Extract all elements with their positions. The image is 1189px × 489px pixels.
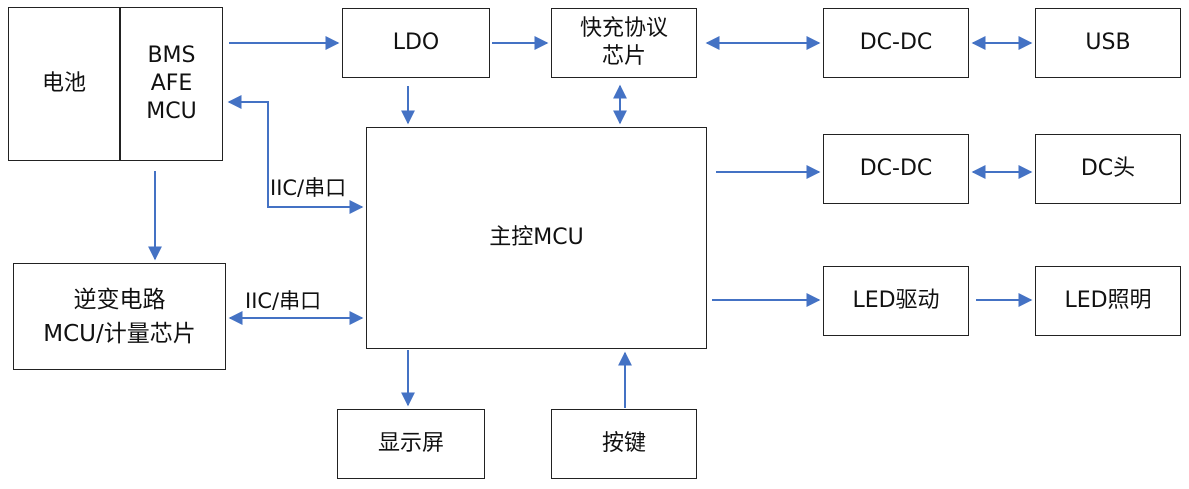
battery-chip-list: BMS AFE MCU [121, 8, 222, 160]
dc-head-block: DC头 [1035, 134, 1181, 204]
dcdc-mid-block: DC-DC [823, 134, 969, 204]
display-block: 显示屏 [337, 409, 485, 479]
battery-divider [119, 8, 121, 160]
afe-label: AFE [150, 71, 193, 96]
fast-charge-line1: 快充协议 [579, 16, 668, 41]
usb-block: USB [1035, 8, 1181, 78]
fast-charge-line2: 芯片 [601, 44, 646, 69]
battery-block: 电池 BMS AFE MCU [8, 7, 223, 161]
inverter-line2: MCU/计量芯片 [43, 320, 196, 347]
fast-charge-chip-block: 快充协议 芯片 [551, 8, 697, 78]
dcdc-top-block: DC-DC [823, 8, 969, 78]
battery-label: 电池 [41, 71, 86, 96]
inverter-line1: 逆变电路 [73, 286, 166, 313]
keys-block: 按键 [551, 409, 697, 479]
mcu-label: MCU [146, 99, 197, 124]
ldo-block: LDO [342, 8, 490, 78]
lower-link-label: IIC/串口 [245, 289, 322, 313]
led-light-block: LED照明 [1035, 266, 1181, 336]
inverter-block: 逆变电路 MCU/计量芯片 [13, 263, 226, 370]
main-mcu-block: 主控MCU [366, 127, 707, 349]
led-driver-block: LED驱动 [823, 266, 969, 336]
arrow-battery-main-iic [227, 95, 364, 214]
bms-label: BMS [147, 43, 196, 68]
